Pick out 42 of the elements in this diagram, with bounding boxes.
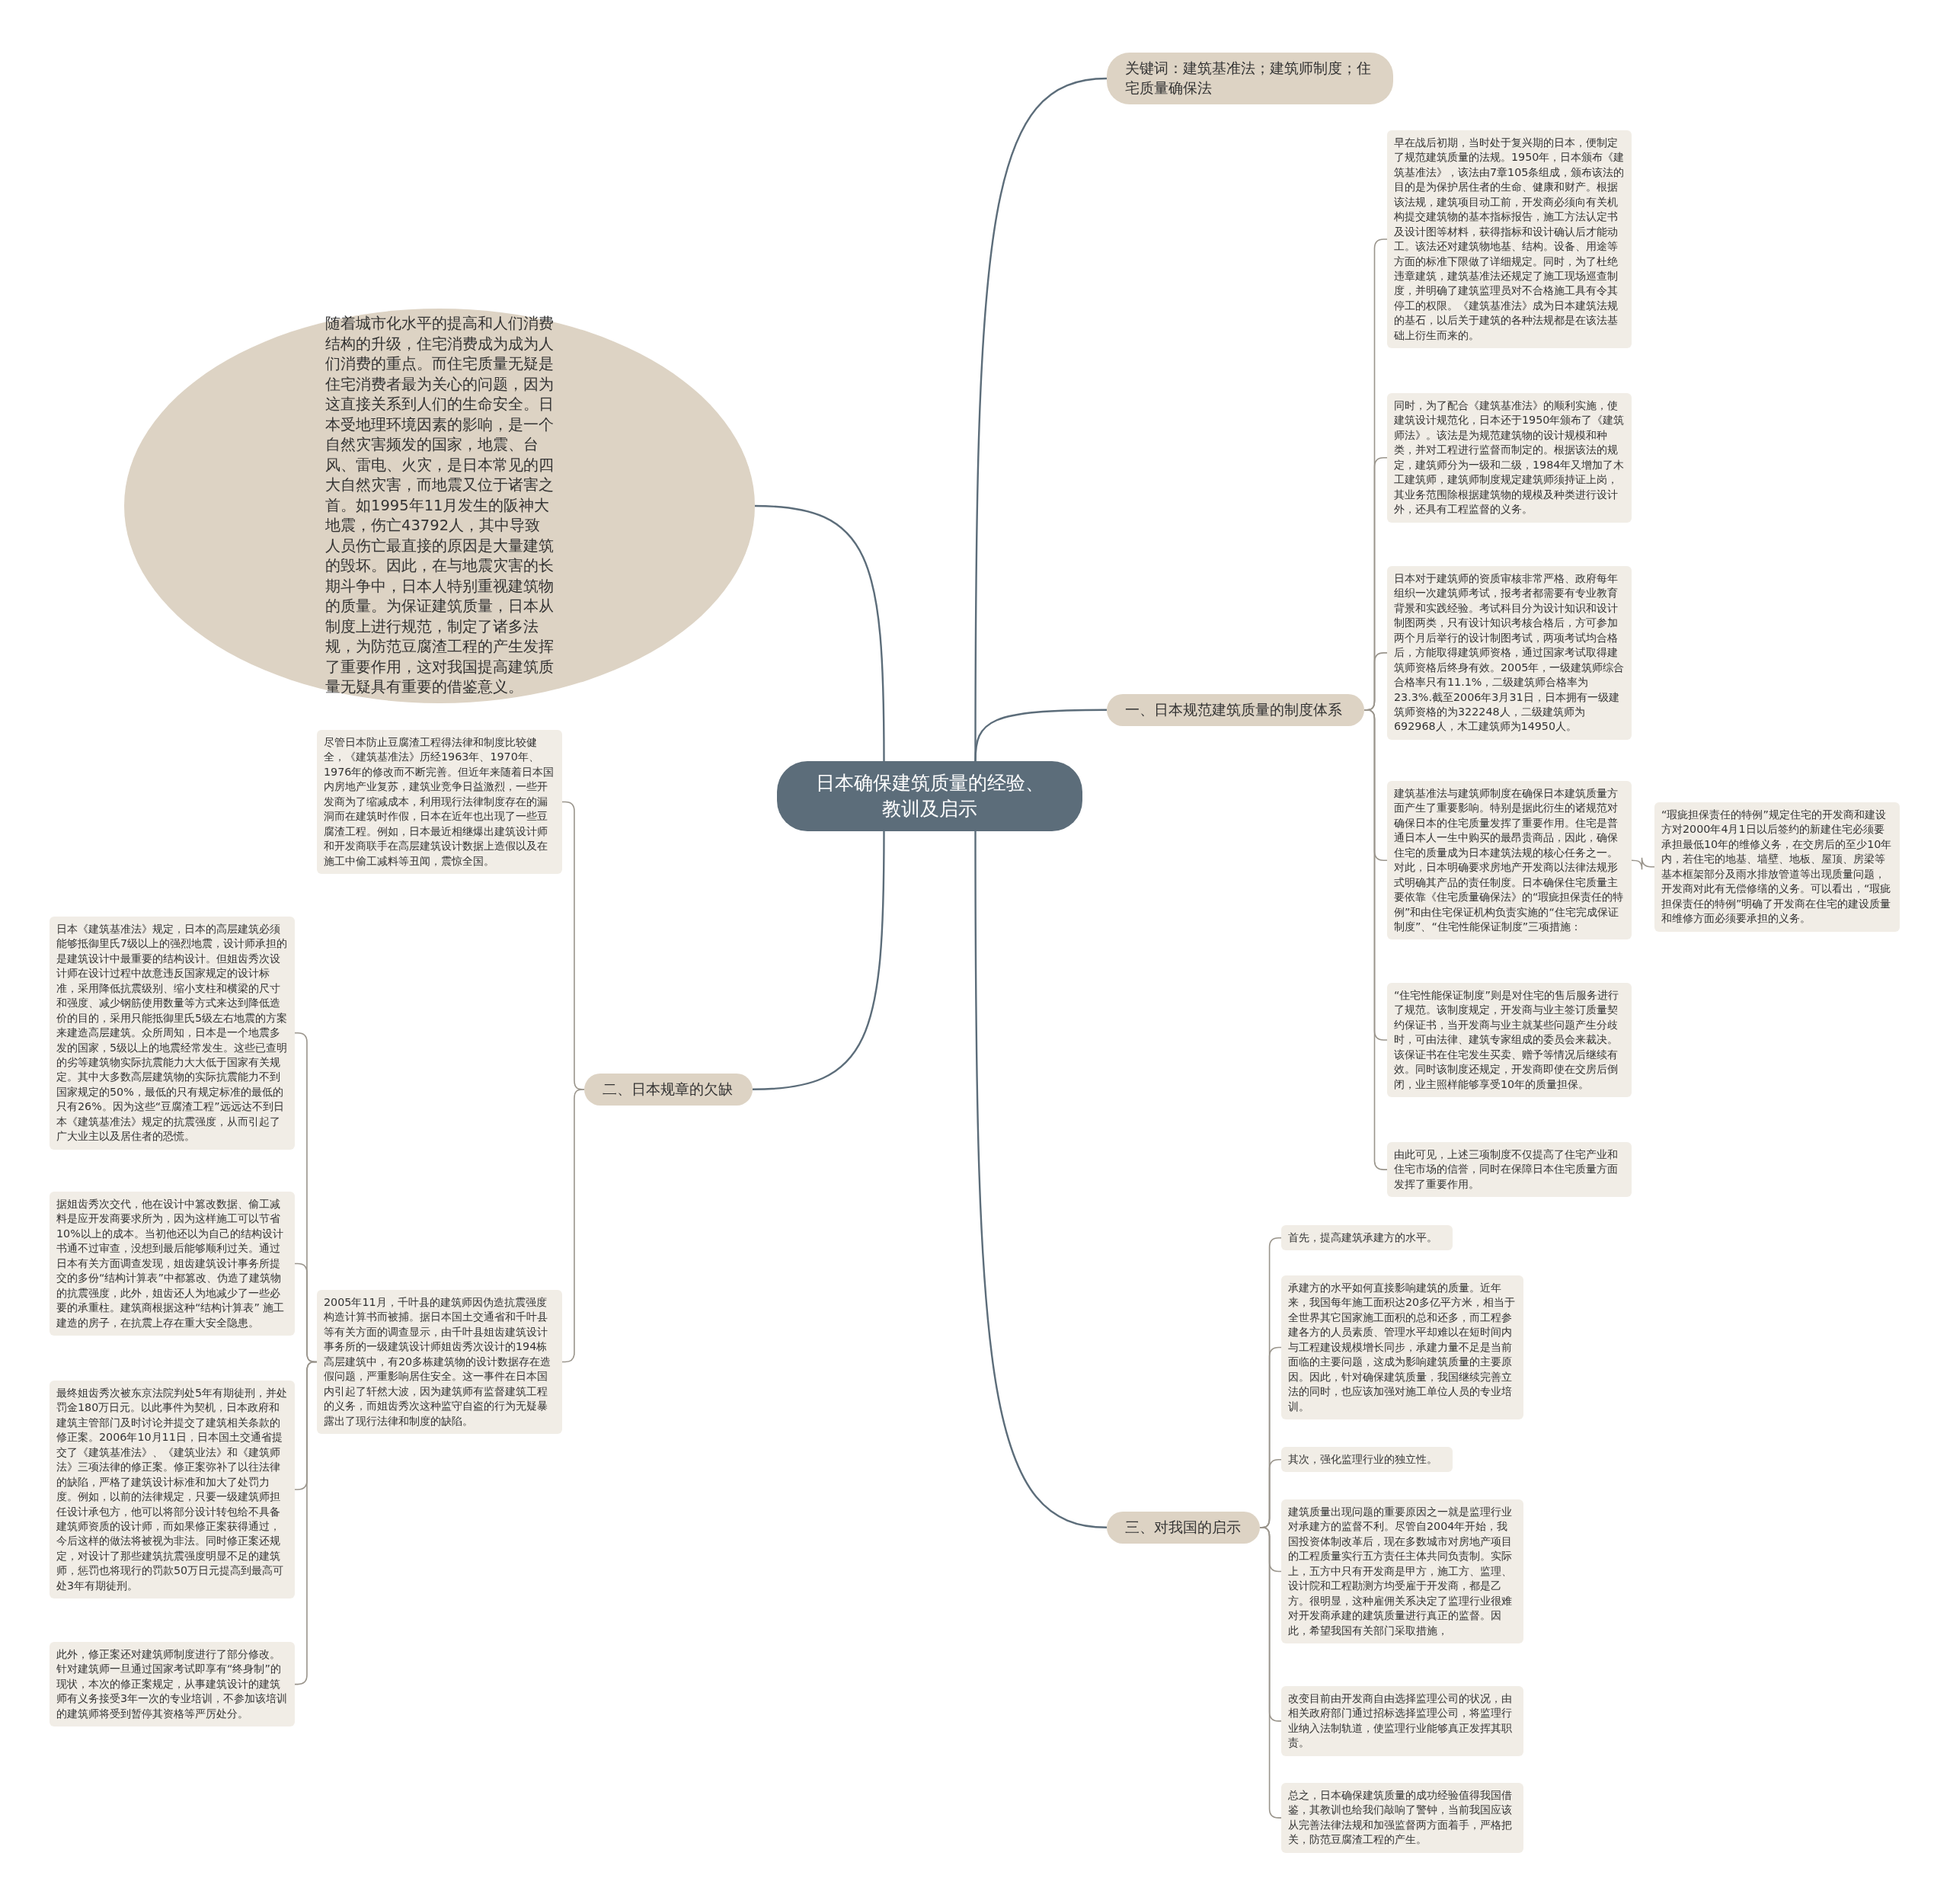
branch-label: 一、日本规范建筑质量的制度体系: [1125, 700, 1342, 719]
note-text: 承建方的水平如何直接影响建筑的质量。近年来，我国每年施工面积达20多亿平方米，相当于全世界其它国家施工面积的总和还多，而工程参建各方的人员素质、管理水平却难以在短时间内与工程建设规模增长同步，承建力量不足是当前面临的主要问题，这成为影响建筑质量的主要原因。因此，针对确保建筑质量，我国继续完善立法的同时，也应该加强对施工单位人员的专业培训。: [1288, 1281, 1517, 1414]
note-text: 早在战后初期，当时处于复兴期的日本，便制定了规范建筑质量的法规。1950年，日本颁布《建筑基准法》，该法由7章105条组成，颁布该法的目的是为保护居住者的生命、健康和财产。根据该法规，建筑项目动工前，开发商必须向有关机构提交建筑物的基本指标报告，施工方法认定书及设计图等材料，获得指标和设计确认后才能动工。该法还对建筑物地基、结构。设备、用途等方面的标准下限做了详细规定。同时，为了杜绝违章建筑，建筑基准法还规定了施工现场巡查制度，并明确了建筑监理员对不合格施工具有令其停工的权限。《建筑基准法》成为日本建筑法规的基石，以后关于建筑的各种法规都是在该法基础上衍生而来的。: [1394, 136, 1625, 343]
branch-label: 二、日本规章的欠缺: [603, 1080, 733, 1099]
connector-line: [974, 831, 1108, 1528]
note-text: 建筑质量出现问题的重要原因之一就是监理行业对承建方的监督不利。尽管自2004年开始，我国投资体制改革后，现在多数城市对房地产项目的工程质量实行五方责任主体共同负责制。实际上，五方中只有开发商是甲方，施工方、监理、设计院和工程勘测方均受雇于开发商，都是乙方。很明显，这种雇佣关系决定了监理行业很难对开发商承建的建筑质量进行真正的监督。因此，希望我国有关部门采取措施，: [1288, 1505, 1513, 1638]
branch-label: 关键词：建筑基准法；建筑师制度；住宅质量确保法: [1125, 59, 1372, 98]
topic-title: 日本确保建筑质量的经验、教训及启示: [814, 771, 1045, 821]
note-text: 尽管日本防止豆腐渣工程得法律和制度比较健全，《建筑基准法》历经1963年、1970年、1976年的修改而不断完善。但近年来随着日本国内房地产业复苏，建筑业竞争日益激烈，一些开发商为了缩减成本，利用现行法律制度存在的漏洞而在建筑时作假，日本在近年也出现了一些豆腐渣工程。例如，日本最近相继爆出建筑设计师和开发商联手在高层建筑设计数据上造假以及在施工中偷工减料等丑闻，震惊全国。: [324, 735, 555, 869]
branch-topic: [584, 1074, 753, 1106]
note-text: 据姐齿秀次交代，他在设计中篡改数据、偷工减料是应开发商要求所为，因为这样施工可以节省10%以上的成本。当初他还以为自己的结构设计书通不过审查，没想到最后能够顺利过关。通过日本有关方面调查发现，姐齿建筑设计事务所提交的多份“结构计算表”中都篡改、伪造了建筑物的抗震强度，此外，姐齿还人为地减少了一些必要的承重柱。建筑商根据这种“结构计算表” 施工建造的房子，在抗震上存在重大安全隐患。: [56, 1197, 286, 1330]
note-text: 首先，提高建筑承建方的水平。: [1288, 1230, 1438, 1245]
intro-text: 随着城市化水平的提高和人们消费结构的升级，住宅消费成为成为人们消费的重点。而住宅质量无疑是住宅消费者最为关心的问题，因为这直接关系到人们的生命安全。日本受地理环境因素的影响，是一个自然灾害频发的国家，地震、台风、雷电、火灾，是日本常见的四大自然灾害，而地震又位于诸害之首。如1995年11月发生的阪神大地震，伤亡43792人，其中导致人员伤亡最直接的原因是大量建筑的毁坏。因此，在与地震灾害的长期斗争中，日本人特别重视建筑物的质量。为保证建筑质量，日本从制度上进行规范，制定了诸多法规，为防范豆腐渣工程的产生发挥了重要作用，这对我国提高建筑质量无疑具有重要的借鉴意义。: [325, 314, 554, 698]
note-text: 最终姐齿秀次被东京法院判处5年有期徒刑，并处罚金180万日元。以此事件为契机，日本政府和建筑主管部门及时讨论并提交了建筑相关条款的修正案。2006年10月11日，日本国土交通省提交了《建筑基准法》、《建筑业法》和《建筑师法》三项法律的修正案。修正案弥补了以往法律的缺陷，严格了建筑设计标准和加大了处罚力度。例如，以前的法律规定，只要一级建筑师担任设计承包方，他可以将部分设计转包给不具备建筑师资质的设计师，而如果修正案获得通过，今后这样的做法将被视为非法。同时修正案还规定，对设计了那些建筑抗震强度明显不足的建筑师，惩罚也将现行的罚款50万日元提高到最高可处3年有期徒刑。: [56, 1386, 288, 1593]
note-text: 2005年11月，千叶县的建筑师因伪造抗震强度构造计算书而被捕。据日本国土交通省和千叶县等有关方面的调查显示，由千叶县姐齿建筑设计事务所的一级建筑设计师姐齿秀次设计的194栋高层建筑中，有20多栋建筑物的设计数据存在造假问题，严重影响居住安全。这一事件在日本国内引起了轩然大波，因为建筑师有监督建筑工程的义务，而姐齿秀次这种监守自盗的行为无疑暴露出了现行法律和制度的缺陷。: [324, 1295, 552, 1429]
note-card: [1281, 1225, 1453, 1251]
note-card: [1387, 983, 1632, 1098]
connector-line: [974, 709, 1107, 762]
note-card: [1281, 1686, 1523, 1756]
note-text: 建筑基准法与建筑师制度在确保日本建筑质量方面产生了重要影响。特别是据此衍生的诸规范对确保日本的住宅质量发挥了重要作用。住宅是普通日本人一生中购买的最昂贵商品，因此，确保住宅的质量成为日本建筑法规的核心任务之一。对此，日本明确要求房地产开发商以法律法规形式明确其产品的责任制度。日本确保住宅质量主要依靠《住宅质量确保法》的“瑕疵担保责任的特例”和由住宅保证机构负责实施的“住宅完成保证制度”、“住宅性能保证制度”三项措施：: [1394, 786, 1625, 934]
note-text: 由此可见，上述三项制度不仅提高了住宅产业和住宅市场的信誉，同时在保障日本住宅质量方面发挥了重要作用。: [1394, 1147, 1619, 1192]
connector-line: [1631, 856, 1655, 870]
central-topic: [777, 761, 1082, 831]
note-card: [1387, 1142, 1632, 1198]
branch-label: 三、对我国的启示: [1125, 1518, 1241, 1537]
branch-topic: [1107, 1512, 1260, 1544]
note-text: 同时，为了配合《建筑基准法》的顺利实施，使建筑设计规范化，日本还于1950年颁布了《建筑师法》。该法是为规范建筑物的设计规模和种类，并对工程进行监督而制定的。根据该法的规定，建筑师分为一级和二级，1984年又增加了木工建筑师，建筑师制度规定建筑师须持证上岗，其业务范围除根据建筑物的规模及种类进行设计外，还具有工程监督的义务。: [1394, 398, 1625, 517]
connector-line: [754, 504, 885, 761]
note-text: 日本对于建筑师的资质审核非常严格、政府每年组织一次建筑师考试，报考者都需要有专业教育背景和实践经验。考试科目分为设计知识和设计制图两类，只有设计知识考核合格后，方可参加两个月后举行的设计制图考试，两项考试均合格后，方能取得建筑师资格，通过国家考试取得建筑师资格后终身有效。2005年，一级建筑师综合合格率只有11.1%，二级建筑师合格率为23.3%.截至2006年3月31日，日本拥有一级建筑师资格的为322248人，二级建筑师为692968人，木工建筑师为14950人。: [1394, 571, 1625, 734]
branch-topic: [1107, 53, 1393, 104]
note-card: [1281, 1783, 1523, 1853]
note-card: [50, 1642, 295, 1727]
note-text: “住宅性能保证制度”则是对住宅的售后服务进行了规范。该制度规定，开发商与业主签订质量契约保证书，当开发商与业主就某些问题产生分歧时，可由法律、建筑专家组成的委员会来裁决。该保证书在住宅发生买卖、赠予等情况后继续有效。同时该制度还规定，开发商即使在交房后倒闭，业主照样能够享受10年的质量担保。: [1394, 988, 1619, 1092]
note-text: 此外，修正案还对建筑师制度进行了部分修改。针对建筑师一旦通过国家考试即享有“终身制”的现状，本次的修正案规定，从事建筑设计的建筑师有义务接受3年一次的专业培训，不参加该培训的建筑师将受到暂停其资格等严厉处分。: [56, 1647, 288, 1721]
note-text: 其次，强化监理行业的独立性。: [1288, 1452, 1438, 1467]
note-text: 改变目前由开发商自由选择监理公司的状况，由相关政府部门通过招标选择监理公司，将监理行业纳入法制轨道，使监理行业能够真正发挥其职责。: [1288, 1691, 1513, 1751]
note-text: 总之，日本确保建筑质量的成功经验值得我国借鉴，其教训也给我们敲响了警钟，当前我国应该从完善法律法规和加强监督两方面着手，严格把关，防范豆腐渣工程的产生。: [1288, 1788, 1513, 1848]
note-text: “瑕疵担保责任的特例”规定住宅的开发商和建设方对2000年4月1日以后签约的新建住宅必须要承担最低10年的维修义务，在交房后的至少10年内，若住宅的地基、墙壁、地板、屋顶、房梁等基本框架部分及雨水排放管道等出现质量问题，开发商对此有无偿修缮的义务。可以看出，“瑕疵担保责任的特例”明确了开发商在住宅的建设质量和维修方面必须要承担的义务。: [1661, 808, 1893, 926]
branch-topic: [1107, 694, 1364, 726]
note-card: [1281, 1447, 1453, 1473]
connector-line: [752, 831, 885, 1090]
note-text: 日本《建筑基准法》规定，日本的高层建筑必须能够抵御里氏7级以上的强烈地震，设计师承担的是建筑设计中最重要的结构设计。但姐齿秀次设计师在设计过程中故意违反国家规定的设计标准，采用降低抗震级别、缩小支柱和横梁的尺寸和强度、减少钢筋使用数量等方式来达到降低造价的目的，采用只能抵御里氏5级左右地震的方案来建造高层建筑。众所周知，日本是一个地震多发的国家，5级以上的地震经常发生。这些已查明的劣等建筑物实际抗震能力大大低于国家有关规定。其中大多数高层建筑物的实际抗震能力不到国家规定的50%，最低的只有规定标准的最低的只有26%。因为这些“豆腐渣工程”远远达不到日本《建筑基准法》规定的抗震强度，从而引起了广大业主以及居住者的恐慌。: [56, 922, 288, 1144]
